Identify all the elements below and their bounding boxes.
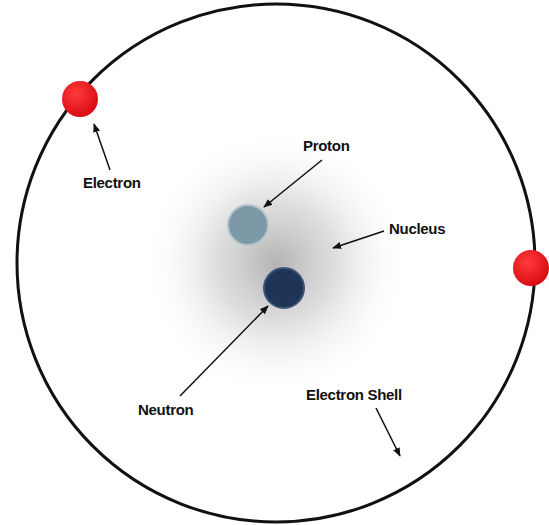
part-label: Proton bbox=[303, 138, 350, 155]
proton-particle bbox=[228, 205, 268, 245]
leader-line bbox=[180, 306, 268, 396]
neutron-particle bbox=[264, 268, 304, 308]
part-label: Nucleus bbox=[389, 221, 445, 238]
leader-line bbox=[264, 160, 322, 207]
part-label: Electron Shell bbox=[306, 387, 402, 404]
electron-particle bbox=[513, 250, 549, 286]
part-label: Neutron bbox=[138, 402, 193, 419]
leader-line bbox=[94, 124, 110, 170]
leader-line bbox=[333, 231, 384, 248]
electron-particle bbox=[62, 81, 98, 117]
electron-shell bbox=[17, 4, 535, 522]
part-label: Electron bbox=[83, 175, 141, 192]
nucleus-glow bbox=[141, 128, 411, 398]
leader-line bbox=[376, 408, 400, 456]
